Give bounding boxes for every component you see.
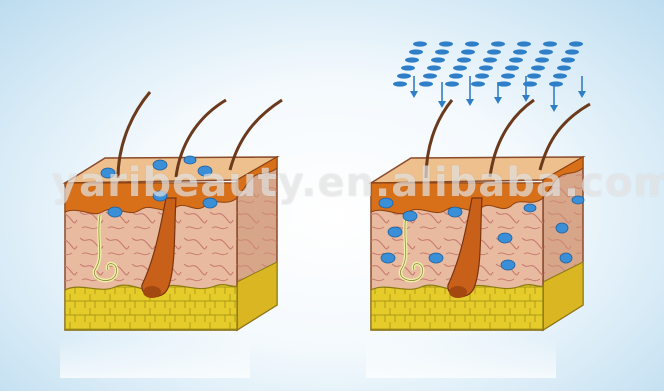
grid-dot — [487, 49, 501, 54]
grid-dot — [543, 41, 557, 46]
grid-dot — [475, 73, 489, 78]
grid-dot — [553, 73, 567, 78]
grid-dot — [423, 73, 437, 78]
grid-dot — [491, 41, 505, 46]
grid-dot — [531, 65, 545, 70]
grid-dot — [419, 81, 433, 86]
down-arrow-icon — [578, 76, 586, 98]
grid-dot — [405, 57, 419, 62]
grid-dot — [523, 81, 537, 86]
grid-dot — [539, 49, 553, 54]
grid-dot — [401, 65, 415, 70]
skin-block-before — [65, 92, 282, 330]
down-arrow-icon — [522, 76, 530, 102]
grid-dot — [409, 49, 423, 54]
grid-dot — [413, 41, 427, 46]
down-arrow-icon — [438, 82, 446, 108]
grid-dot — [427, 65, 441, 70]
grid-dot — [479, 65, 493, 70]
grid-dot — [435, 49, 449, 54]
grid-dot — [509, 57, 523, 62]
grid-dot — [565, 49, 579, 54]
grid-dot — [505, 65, 519, 70]
grid-dot — [457, 57, 471, 62]
grid-dot — [449, 73, 463, 78]
down-arrow-icon — [410, 76, 418, 98]
grid-dot — [535, 57, 549, 62]
grid-dot — [513, 49, 527, 54]
grid-dot — [549, 81, 563, 86]
grid-dot — [501, 73, 515, 78]
grid-dot — [461, 49, 475, 54]
grid-dot — [497, 81, 511, 86]
grid-dot — [561, 57, 575, 62]
grid-dot — [453, 65, 467, 70]
grid-dot — [471, 81, 485, 86]
grid-dot — [527, 73, 541, 78]
grid-dot — [439, 41, 453, 46]
microneedle-grid — [393, 41, 583, 86]
grid-dot — [431, 57, 445, 62]
downward-arrows — [410, 76, 586, 112]
skin-block-after — [371, 100, 590, 330]
grid-dot — [483, 57, 497, 62]
grid-dot — [465, 41, 479, 46]
grid-dot — [445, 81, 459, 86]
grid-dot — [557, 65, 571, 70]
grid-dot — [393, 81, 407, 86]
grid-dot — [517, 41, 531, 46]
grid-dot — [397, 73, 411, 78]
down-arrow-icon — [466, 76, 474, 106]
grid-dot — [569, 41, 583, 46]
